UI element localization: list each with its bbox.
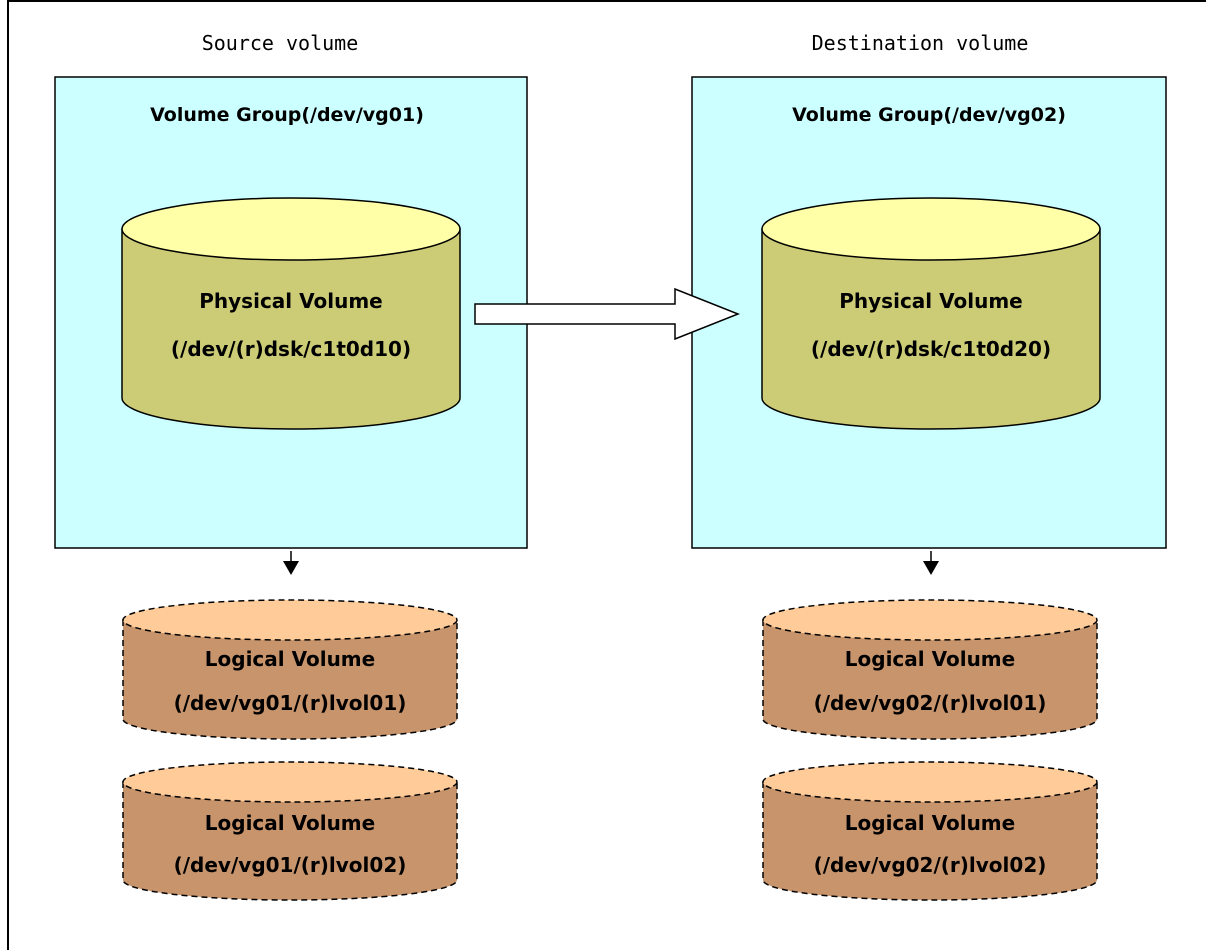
destination-logical-volume-2-path: (/dev/vg02/(r)lvol02) [814, 853, 1047, 877]
destination-logical-volume-2-name: Logical Volume [845, 811, 1015, 835]
source-logical-volume-1-name: Logical Volume [205, 647, 375, 671]
source-logical-volume-1-cylinder [122, 599, 458, 740]
destination-logical-volume-1-cylinder [762, 599, 1098, 740]
source-physical-volume-cylinder [121, 197, 461, 430]
source-heading: Source volume [202, 31, 359, 55]
source-logical-volume-2-name: Logical Volume [205, 811, 375, 835]
destination-physical-volume-path: (/dev/(r)dsk/c1t0d20) [811, 337, 1051, 361]
destination-down-arrow [923, 551, 939, 575]
destination-physical-volume-cylinder [761, 197, 1101, 430]
destination-logical-volume-1-path: (/dev/vg02/(r)lvol01) [814, 691, 1047, 715]
destination-physical-volume-name: Physical Volume [839, 289, 1023, 313]
destination-volume-group-label: Volume Group(/dev/vg02) [792, 104, 1066, 126]
source-logical-volume-1-path: (/dev/vg01/(r)lvol01) [174, 691, 407, 715]
source-logical-volume-2-cylinder [122, 761, 458, 901]
source-physical-volume-name: Physical Volume [199, 289, 383, 313]
source-logical-volume-2-path: (/dev/vg01/(r)lvol02) [174, 853, 407, 877]
source-physical-volume-path: (/dev/(r)dsk/c1t0d10) [171, 337, 411, 361]
source-volume-group-label: Volume Group(/dev/vg01) [150, 104, 424, 126]
destination-heading: Destination volume [812, 31, 1029, 55]
destination-logical-volume-1-name: Logical Volume [845, 647, 1015, 671]
destination-logical-volume-2-cylinder [762, 761, 1098, 901]
source-down-arrow [283, 551, 299, 575]
copy-arrow [474, 287, 741, 341]
